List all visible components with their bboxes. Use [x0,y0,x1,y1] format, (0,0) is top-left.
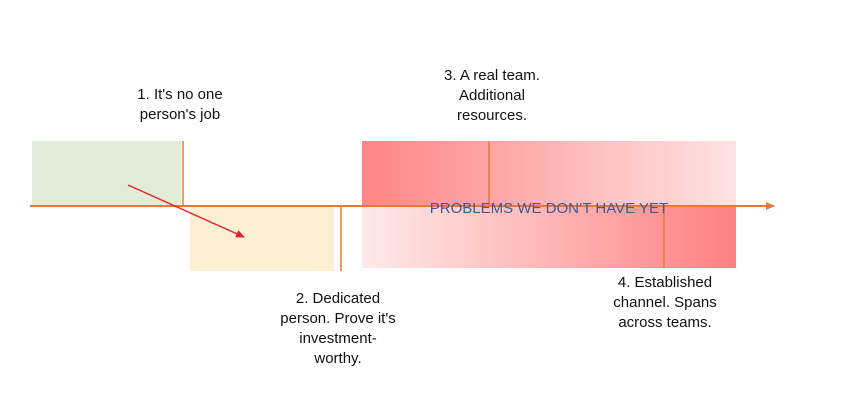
problems-box-top [362,141,736,205]
stage2-box [190,207,334,271]
stage2-label: 2. Dedicated person. Prove it's investme… [280,290,396,367]
stage1-label: 1. It's no one person's job [137,86,223,123]
problems-box-bottom [362,207,736,268]
stage4-label: 4. Established channel. Spans across tea… [613,274,717,331]
stage1-box [32,141,181,205]
progress-arrow [127,184,245,238]
problems-label: PROBLEMS WE DON’T HAVE YET [429,200,669,217]
stage3-label: 3. A real team. Additional resources. [444,67,540,124]
